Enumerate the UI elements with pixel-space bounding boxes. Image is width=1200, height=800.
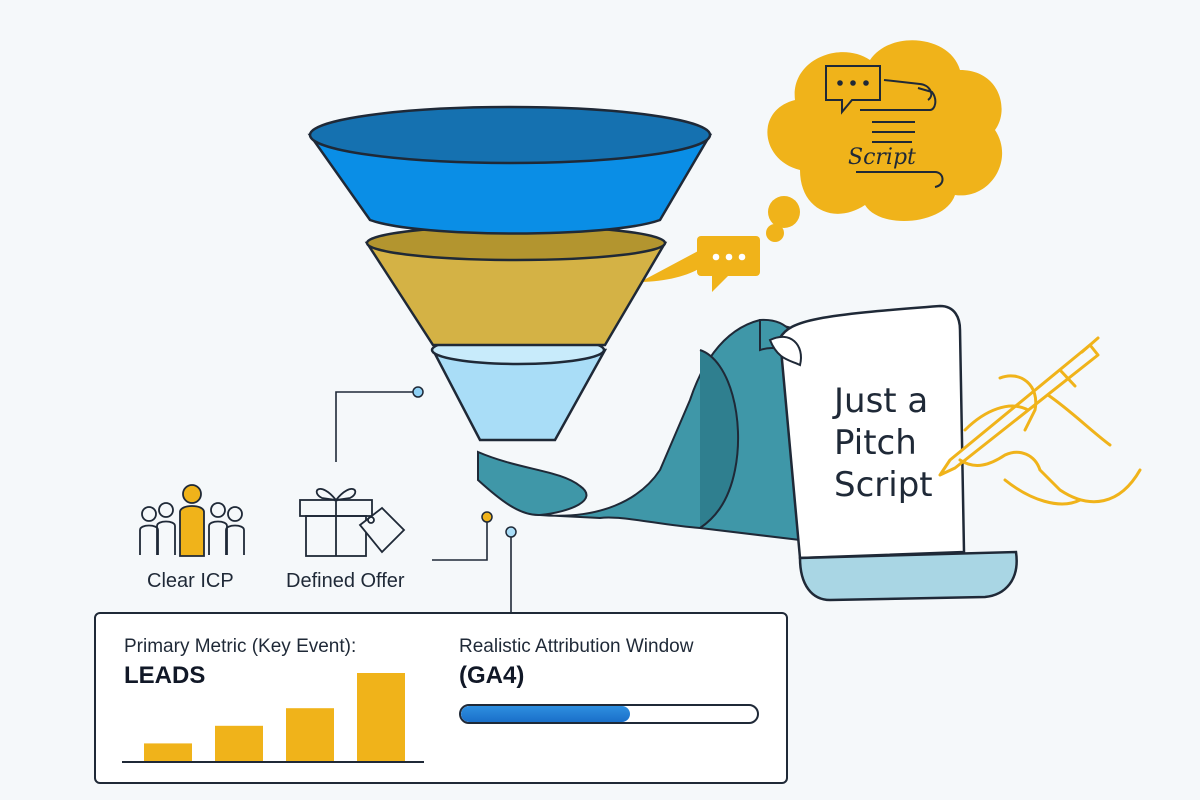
gift-icon [299, 488, 406, 557]
leads-bar [144, 743, 192, 761]
scroll-icon [825, 65, 944, 188]
chat-bubble-pointer [712, 276, 728, 292]
teal-ribbon [477, 318, 802, 542]
connector-offer [432, 518, 488, 561]
chat-bubble-tail [640, 250, 700, 282]
connector-dot-blue [412, 386, 424, 398]
leads-bar [215, 725, 263, 761]
connector-dot-yellow [481, 511, 493, 523]
primary-metric-label: Primary Metric (Key Event): [124, 636, 357, 657]
defined-offer-label: Defined Offer [286, 570, 405, 592]
connector-icp [335, 391, 417, 462]
leads-bar [357, 673, 405, 761]
leads-bar-chart [122, 673, 424, 763]
script-line-1: Just a [832, 381, 928, 421]
people-icon [139, 484, 245, 557]
thought-cloud: Script [766, 40, 1003, 242]
script-page: Just a Pitch Script [768, 304, 1018, 602]
funnel [307, 105, 713, 442]
thought-bubble-medium [768, 196, 800, 228]
chat-dot [712, 253, 720, 261]
thought-cloud-label: Script [848, 145, 916, 170]
leads-bar [286, 708, 334, 761]
primary-metric-value: LEADS [124, 662, 206, 689]
connector-dot-lightblue [505, 526, 517, 538]
chat-dot [725, 253, 733, 261]
attribution-window-value: (GA4) [459, 662, 525, 689]
script-line-2: Pitch [834, 423, 917, 463]
clear-icp-label: Clear ICP [147, 570, 234, 592]
connector-lines [335, 391, 512, 612]
attribution-progress-bar [459, 704, 759, 724]
script-line-3: Script [834, 465, 933, 505]
attribution-progress-fill [461, 706, 630, 722]
writing-hand-icon [938, 336, 1142, 506]
attribution-window-label: Realistic Attribution Window [459, 636, 694, 657]
speech-icon [825, 65, 881, 115]
funnel-stage-top-rim [308, 105, 712, 165]
metrics-card: Primary Metric (Key Event): LEADS Realis… [94, 612, 788, 784]
chat-dot [738, 253, 746, 261]
chat-bubble-icon [640, 236, 760, 292]
thought-bubble-small [766, 224, 784, 242]
